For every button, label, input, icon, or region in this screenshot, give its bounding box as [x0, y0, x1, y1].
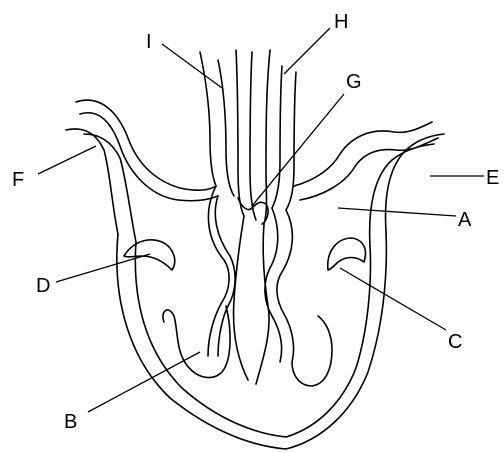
- leader-f: [38, 146, 96, 174]
- vessel-e-upper: [294, 122, 432, 186]
- leader-b: [88, 352, 200, 412]
- label-h: H: [334, 11, 348, 33]
- left-atrium-wall-inner: [215, 196, 235, 356]
- central-trunk-right: [264, 50, 270, 224]
- vessel-d-outer: [76, 100, 216, 190]
- valve-d: [124, 240, 175, 270]
- valve-c: [328, 238, 366, 270]
- label-d: D: [36, 275, 50, 297]
- leader-c: [340, 268, 446, 330]
- septum-left: [234, 216, 248, 380]
- vessel-i-left: [200, 52, 216, 186]
- vessel-d-inner: [80, 113, 218, 201]
- leader-i: [162, 44, 222, 88]
- label-g: G: [346, 71, 362, 93]
- leader-a: [338, 208, 456, 216]
- right-atrium-wall: [277, 210, 294, 362]
- central-trunk-left: [236, 50, 244, 216]
- label-c: C: [448, 331, 462, 353]
- ventricle-right: [292, 316, 332, 386]
- heart-outer-wall: [117, 232, 387, 449]
- vessel-h-right: [286, 72, 296, 210]
- label-f: F: [12, 169, 24, 191]
- left-atrium-wall: [208, 186, 229, 356]
- vessel-h-left: [272, 66, 282, 208]
- label-a: A: [458, 209, 472, 231]
- vessel-e-wall-inner: [370, 144, 434, 246]
- label-e: E: [486, 167, 499, 189]
- central-trunk-mid: [250, 52, 256, 220]
- heart-inner-wall: [135, 242, 370, 437]
- label-i: I: [146, 31, 152, 53]
- label-b: B: [64, 411, 77, 433]
- leader-h: [284, 28, 330, 74]
- vessel-i-right: [218, 60, 234, 196]
